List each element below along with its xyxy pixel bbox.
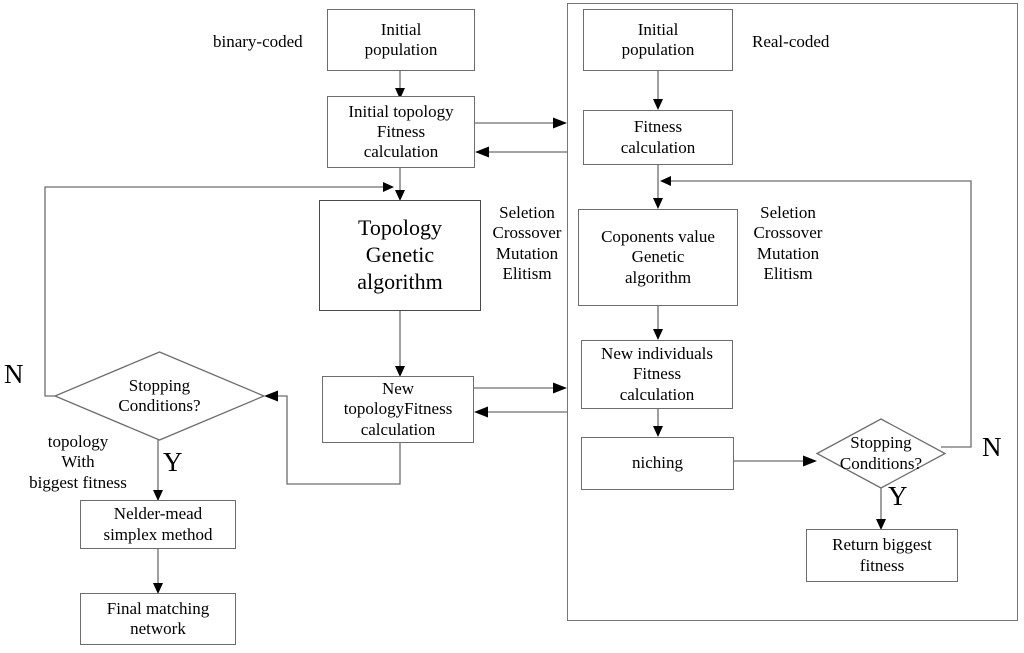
real-coded-panel bbox=[567, 3, 1018, 621]
label-ga-operators-left: Seletion Crossover Mutation Elitism bbox=[492, 203, 562, 284]
label-ga-operators-right: Seletion Crossover Mutation Elitism bbox=[753, 203, 823, 284]
label-right-yes-branch: Y bbox=[888, 481, 908, 511]
node-right-fitness-calculation[interactable]: Fitness calculation bbox=[583, 110, 733, 165]
node-right-initial-population[interactable]: Initial population bbox=[583, 9, 733, 71]
node-niching[interactable]: niching bbox=[581, 437, 734, 490]
node-final-matching-network[interactable]: Final matching network bbox=[80, 593, 236, 645]
label-topology-with-biggest-fitness: topology With biggest fitness bbox=[29, 432, 127, 492]
node-new-individuals-fitness-calculation[interactable]: New individuals Fitness calculation bbox=[581, 340, 733, 409]
node-left-initial-topology-fitness[interactable]: Initial topology Fitness calculation bbox=[327, 96, 475, 168]
label-real-coded: Real-coded bbox=[752, 32, 830, 51]
label-left-no-branch: N bbox=[4, 359, 24, 389]
label-binary-coded: binary-coded bbox=[213, 32, 303, 51]
label-right-no-branch: N bbox=[982, 432, 1002, 462]
node-coponents-value-genetic-algorithm[interactable]: Coponents value Genetic algorithm bbox=[578, 209, 738, 306]
decision-left-stopping-conditions[interactable]: Stopping Conditions? bbox=[53, 351, 266, 441]
node-left-initial-population[interactable]: Initial population bbox=[327, 9, 475, 71]
node-nelder-mead-simplex-method[interactable]: Nelder-mead simplex method bbox=[80, 500, 236, 549]
node-new-topology-fitness[interactable]: New topologyFitness calculation bbox=[322, 376, 474, 443]
decision-right-stopping-conditions[interactable]: Stopping Conditions? bbox=[815, 418, 947, 489]
node-return-biggest-fitness[interactable]: Return biggest fitness bbox=[806, 529, 958, 582]
label-left-yes-branch: Y bbox=[163, 447, 183, 477]
node-topology-genetic-algorithm[interactable]: Topology Genetic algorithm bbox=[319, 200, 481, 311]
